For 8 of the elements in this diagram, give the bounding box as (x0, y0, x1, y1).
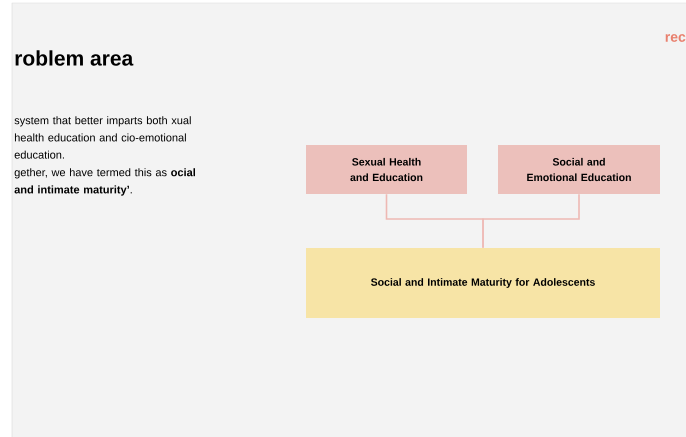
paragraph: system that better imparts both xual health education and cio-emotional education. (14, 116, 191, 159)
header-text: rec (666, 34, 686, 42)
text-box: Social and Intimate Maturity for Adolescents (306, 248, 660, 318)
connector-line (482, 194, 580, 248)
text-box: Social and Emotional Education (498, 145, 660, 194)
paragraph: gether, we have termed this as ocial and intimate maturity’. (14, 168, 195, 196)
title: roblem area (16, 50, 134, 66)
text-box: Sexual Health and Education (306, 145, 467, 194)
